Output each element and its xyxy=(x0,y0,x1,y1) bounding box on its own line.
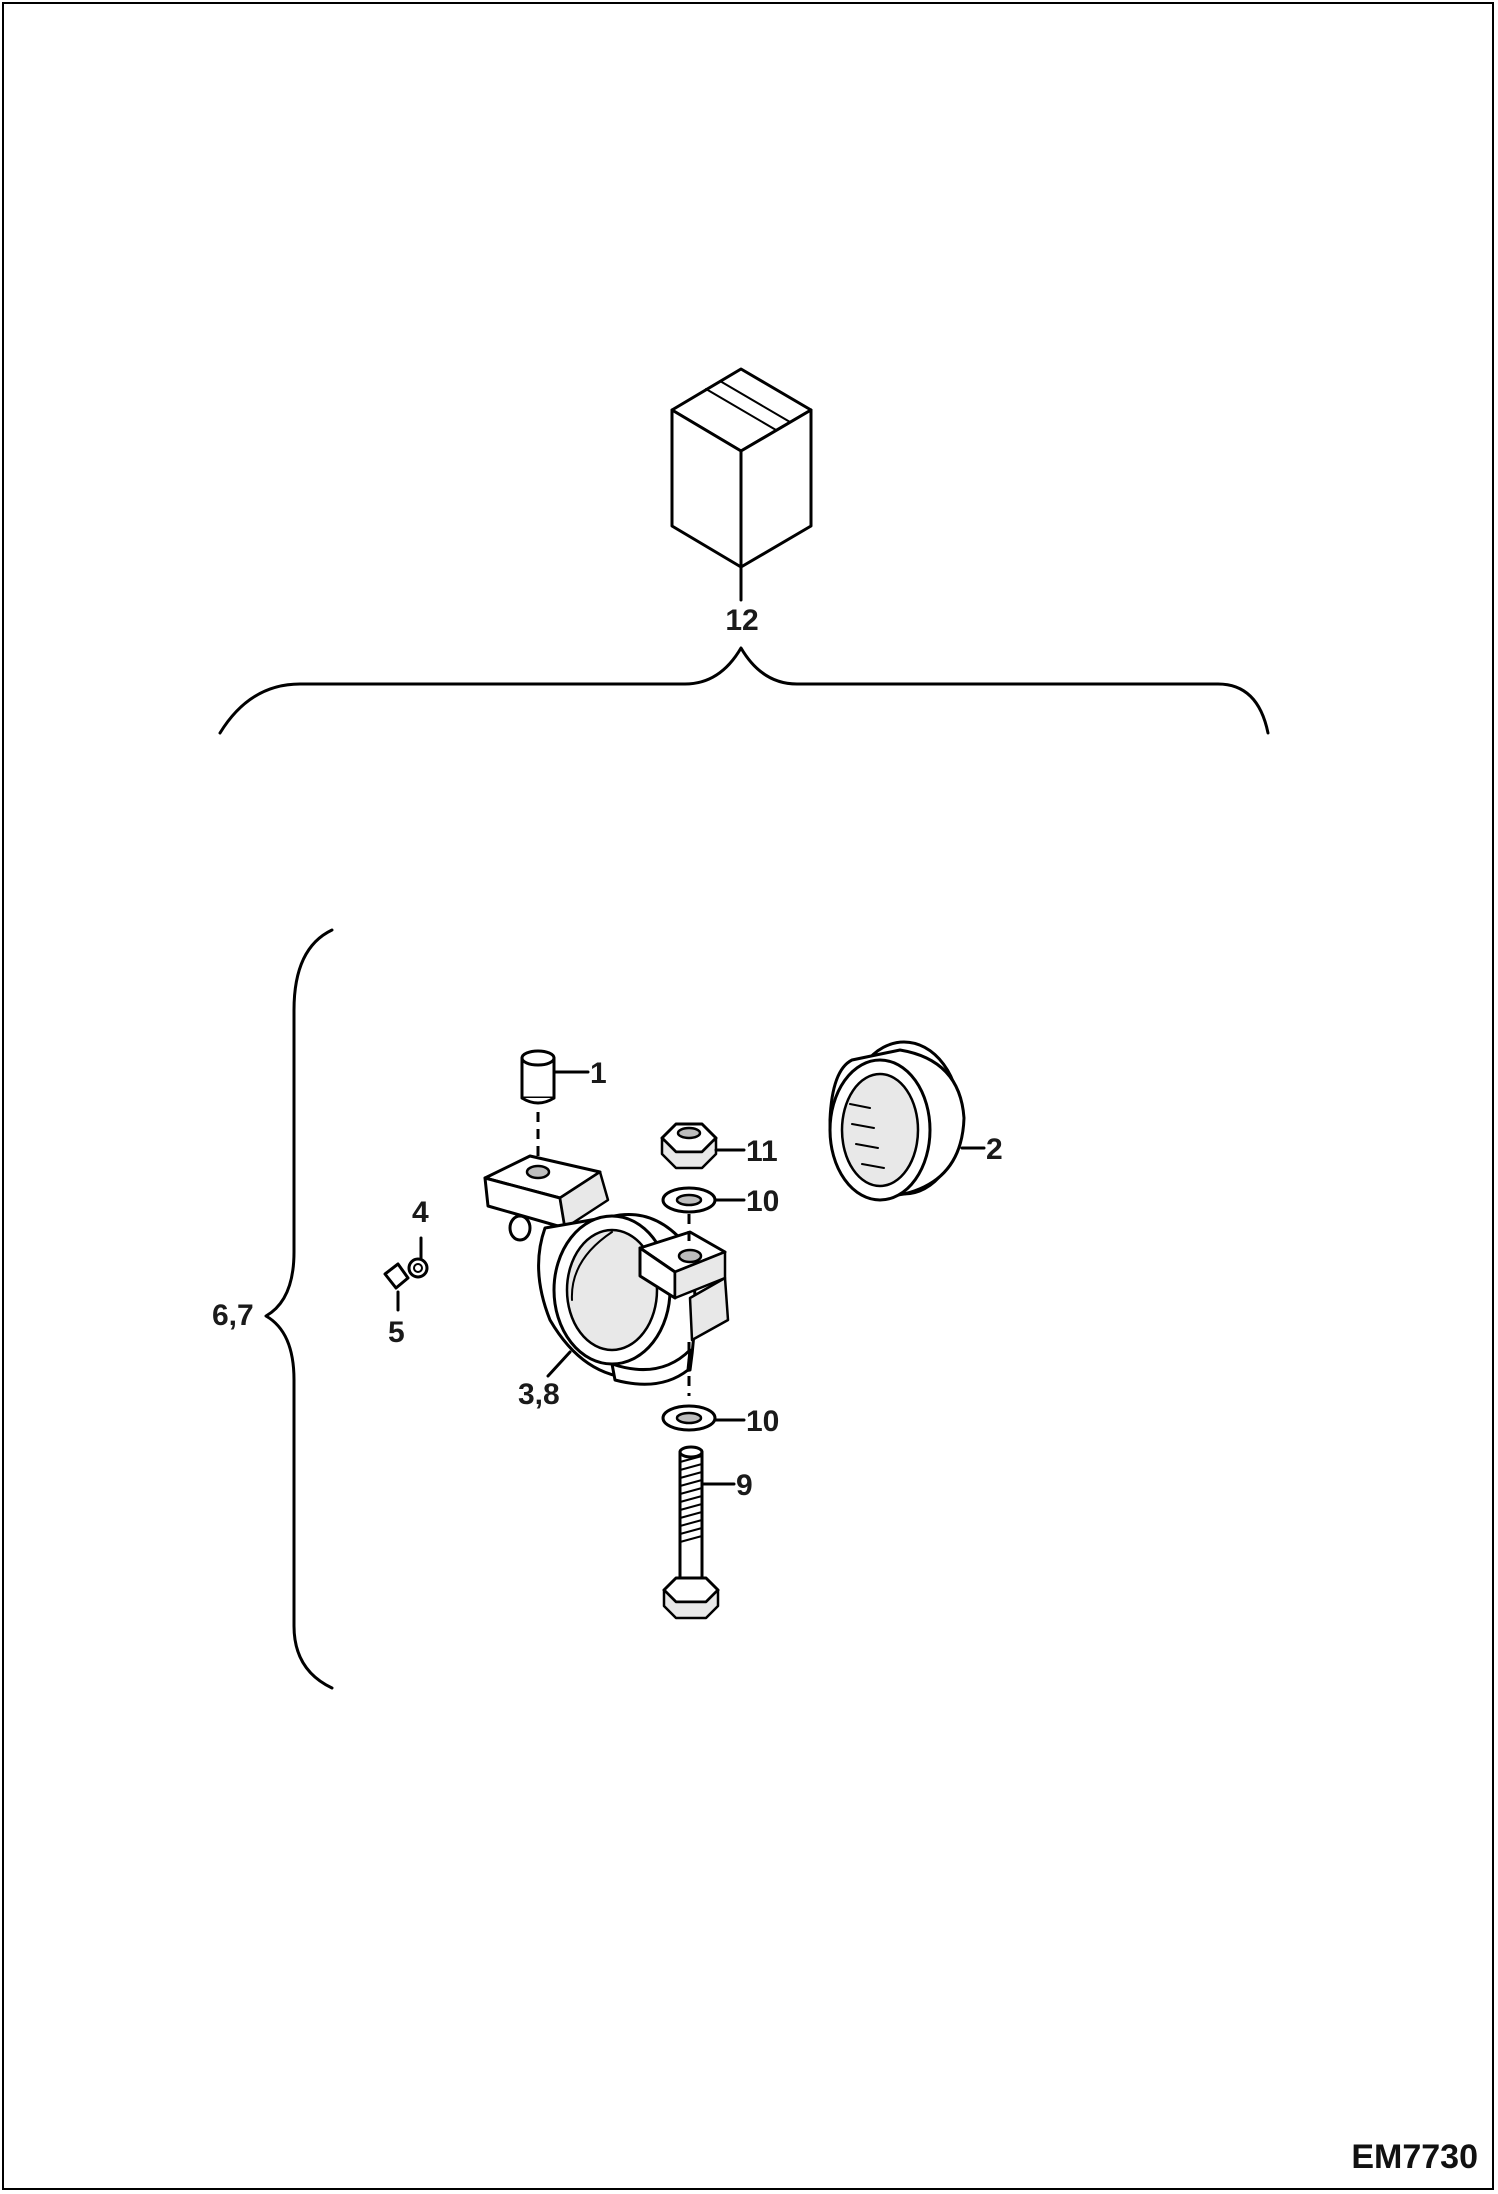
washer-10-bottom xyxy=(661,1404,746,1432)
washer-10-top xyxy=(661,1186,746,1214)
callout-11: 11 xyxy=(746,1135,778,1168)
dowel-pin-1 xyxy=(520,1049,590,1105)
bolt-9 xyxy=(662,1445,736,1620)
assembly-brace xyxy=(264,928,334,1690)
callout-10-top: 10 xyxy=(746,1185,779,1218)
lock-nut-11 xyxy=(660,1122,746,1170)
flanged-bushing-2 xyxy=(828,1040,986,1202)
kit-box-12 xyxy=(670,367,813,602)
grease-fitting-4-5 xyxy=(383,1236,429,1312)
kit-brace xyxy=(218,646,1270,735)
callout-3-8: 3,8 xyxy=(518,1378,560,1411)
document-code: EM7730 xyxy=(1351,2138,1478,2176)
callout-12: 12 xyxy=(725,604,758,637)
callout-4: 4 xyxy=(412,1196,429,1229)
callout-6-7: 6,7 xyxy=(212,1299,254,1332)
bearing-housing-3-8 xyxy=(483,1154,730,1386)
callout-2: 2 xyxy=(986,1133,1003,1166)
callout-5: 5 xyxy=(388,1316,405,1349)
callout-9: 9 xyxy=(736,1469,753,1502)
callout-10-bottom: 10 xyxy=(746,1405,779,1438)
callout-1: 1 xyxy=(590,1057,607,1090)
